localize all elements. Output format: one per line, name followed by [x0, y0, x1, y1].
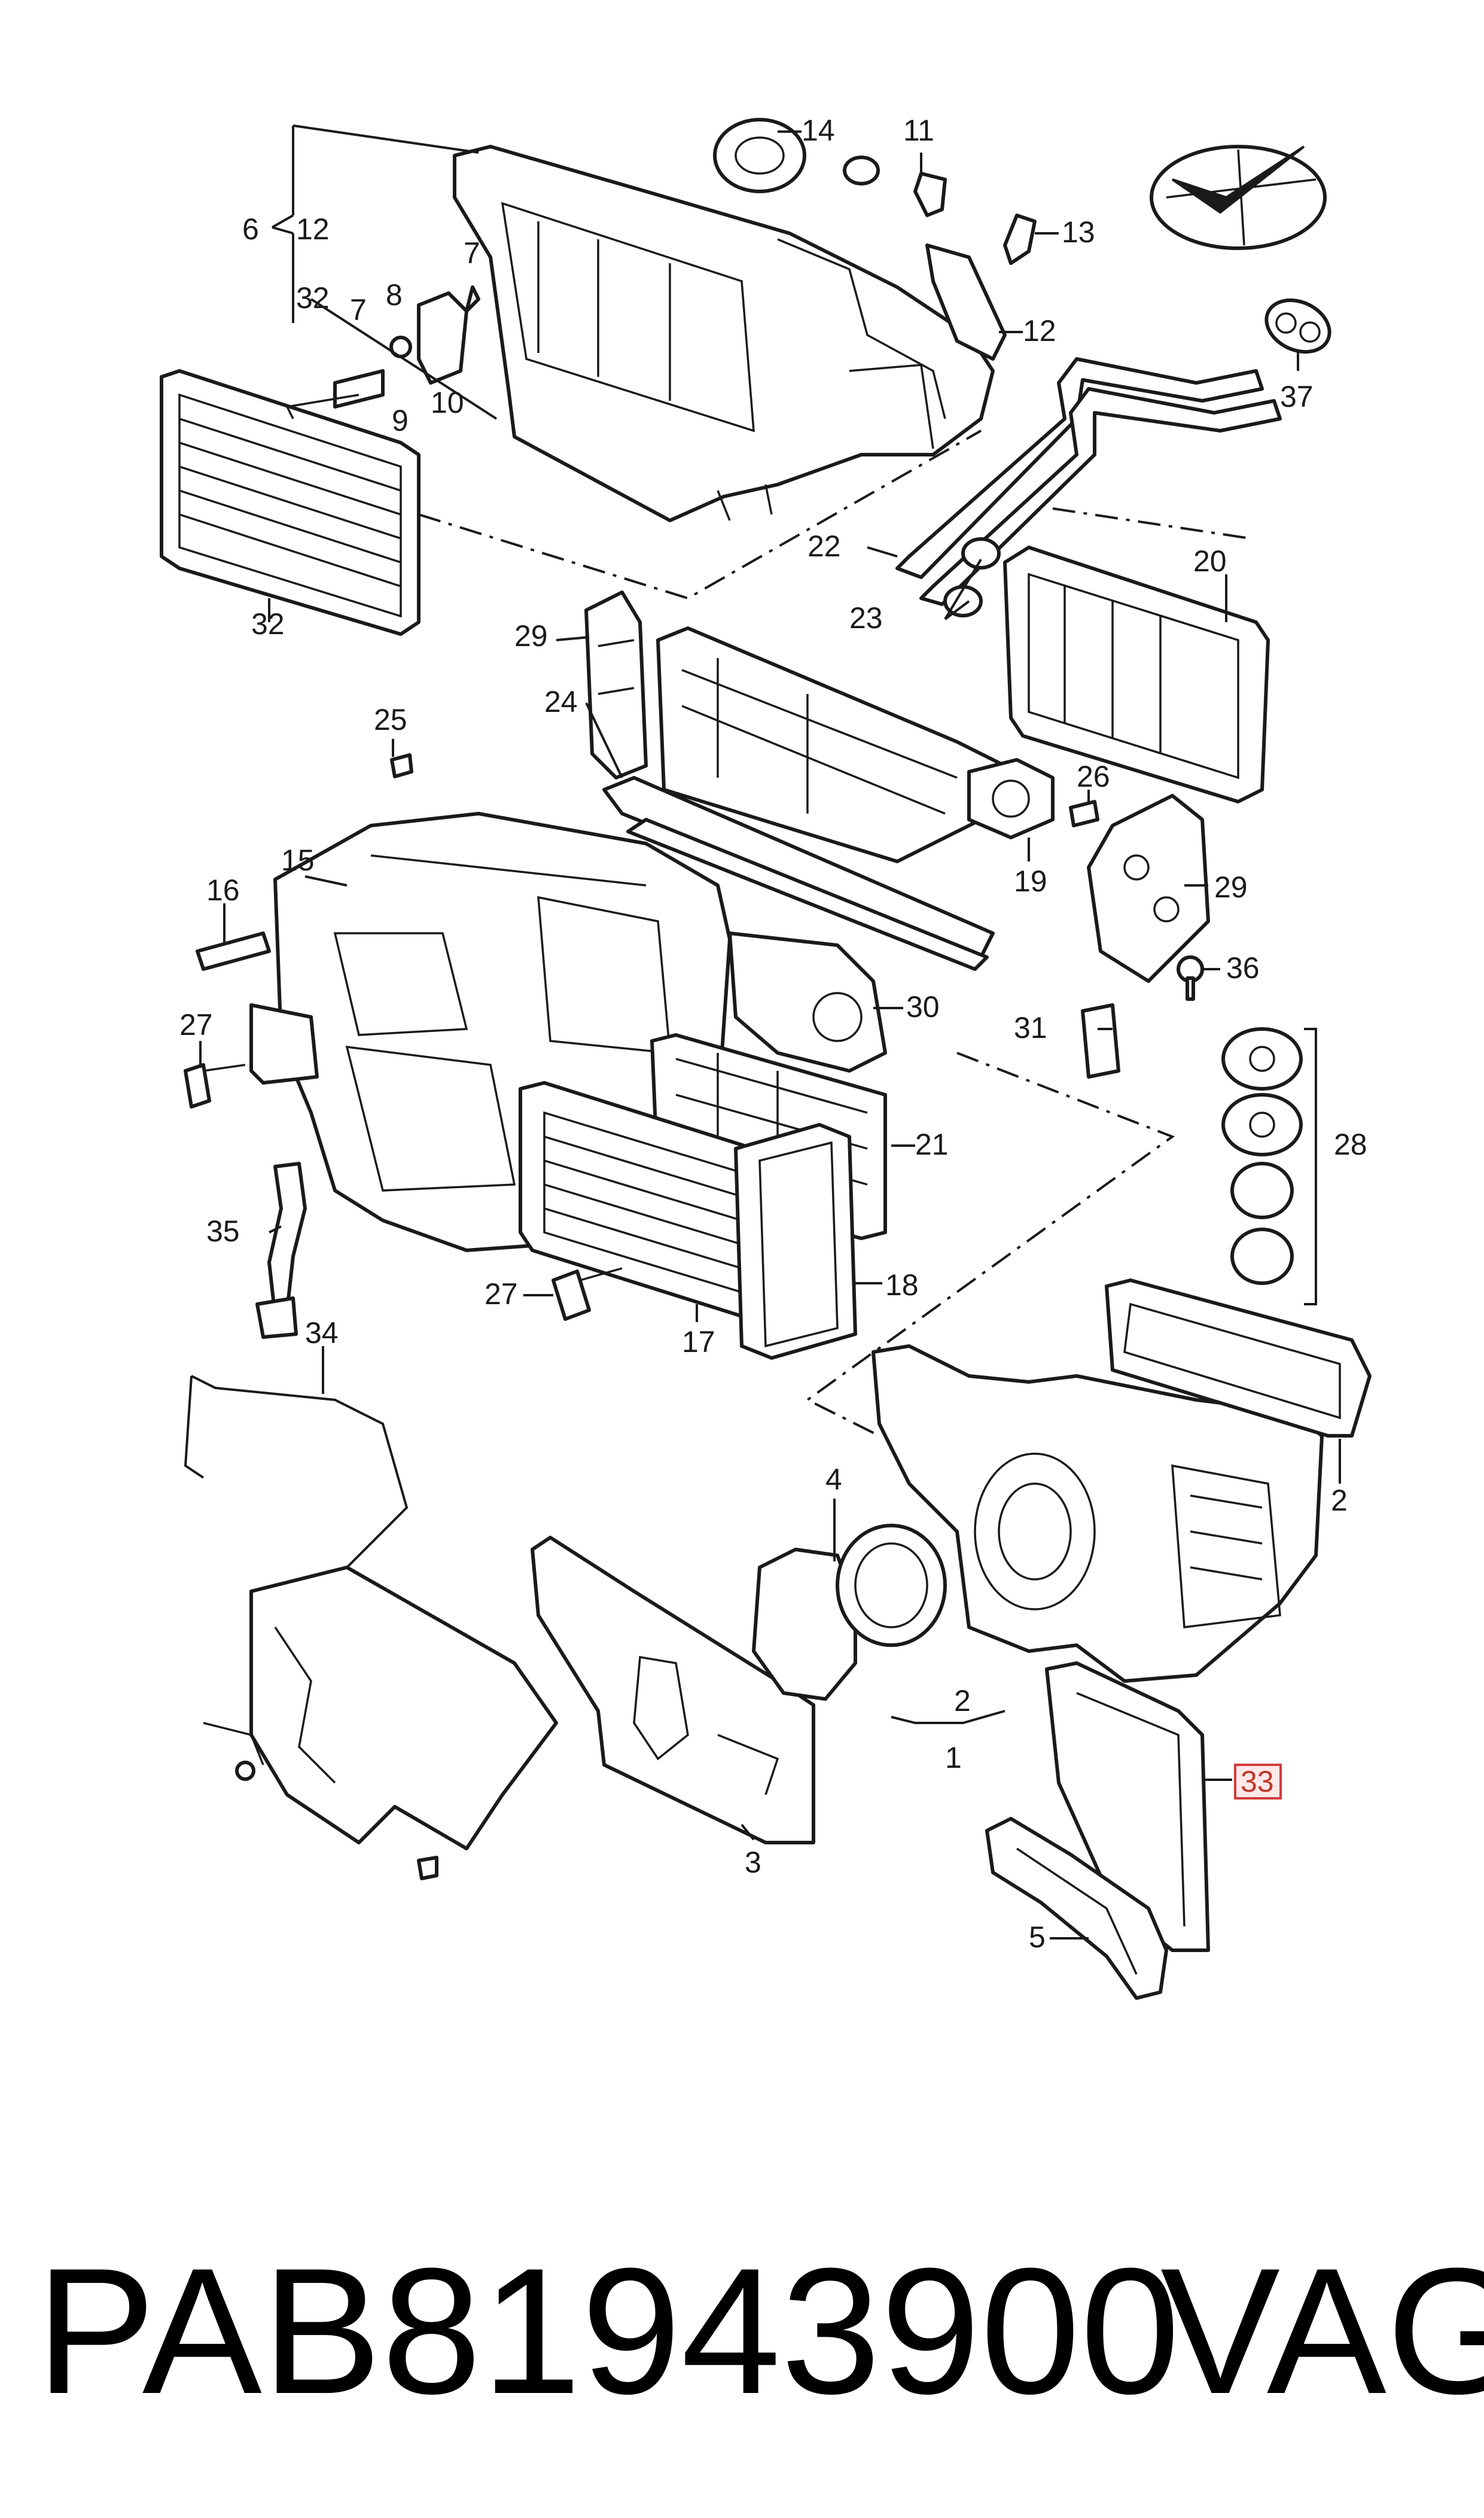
- callout-2-bottom: 2: [954, 1684, 971, 1718]
- highlight-box-33: [1234, 1764, 1282, 1800]
- clip-part-25: [390, 753, 413, 778]
- brand-label: VAG: [1160, 2230, 1484, 2431]
- callout-7-right: 7: [464, 236, 480, 270]
- leader-lines: [199, 124, 1341, 1940]
- connector-part-23: [943, 537, 1001, 617]
- callout-1: 1: [945, 1741, 962, 1774]
- bolt-part-26: [1069, 800, 1099, 827]
- grommet-part-14: [713, 118, 806, 193]
- callout-16: 16: [206, 873, 240, 907]
- callout-3: 3: [745, 1846, 761, 1879]
- callout-7-left: 7: [350, 293, 367, 327]
- pipe-seal-part-37: [1264, 298, 1331, 354]
- callout-14: 14: [802, 114, 835, 147]
- air-duct-trim-part-5: [985, 1817, 1168, 2000]
- bracket-part-29-right: [1087, 794, 1210, 983]
- flap-rail-part-24b: [602, 776, 995, 971]
- callout-29-left: 29: [514, 619, 548, 653]
- callout-30: 30: [906, 990, 940, 1024]
- callout-15: 15: [281, 844, 315, 877]
- callout-19: 19: [1014, 864, 1047, 898]
- callout-33-highlighted: 33: [1241, 1765, 1274, 1798]
- housing-section-part-30: [728, 931, 887, 1073]
- sensor-part-31: [1081, 1003, 1120, 1079]
- callout-18: 18: [885, 1268, 919, 1302]
- callout-6: 6: [242, 212, 259, 246]
- callout-31: 31: [1014, 1011, 1047, 1045]
- callout-5: 5: [1029, 1920, 1046, 1954]
- callout-21: 21: [915, 1128, 949, 1161]
- callout-10: 10: [431, 386, 464, 419]
- callout-35: 35: [206, 1214, 240, 1248]
- callout-37: 37: [1280, 380, 1314, 413]
- callout-23: 23: [849, 601, 883, 635]
- callout-29-right: 29: [1214, 870, 1248, 904]
- callout-28: 28: [1334, 1128, 1367, 1161]
- insulation-panel-part-3: [531, 1536, 815, 1844]
- callout-26: 26: [1077, 760, 1110, 793]
- coolant-pipes-part-22: [895, 357, 1282, 606]
- callout-25: 25: [374, 703, 407, 736]
- callout-labels: 14 11 6 12 32 7 7 8 9 10 13 12 37 22 23 …: [179, 114, 1367, 1954]
- callout-32-bottom: 32: [251, 607, 285, 641]
- callout-34: 34: [305, 1316, 339, 1350]
- sensor-part-13: [1003, 214, 1037, 265]
- temp-sensor-part-27-bottom: [551, 1267, 623, 1321]
- assembly-guide-lines: [418, 430, 1251, 1437]
- heater-core-part-20: [1003, 546, 1270, 803]
- orientation-compass-logo: [1150, 145, 1327, 250]
- bolt-part-36: [1177, 955, 1204, 1001]
- blower-housing-part-2: [871, 1344, 1324, 1683]
- frame-part-18: [734, 1123, 857, 1360]
- callout-13: 13: [1062, 215, 1095, 249]
- damper-gear-stack-part-28: [1221, 1027, 1317, 1305]
- bracket-part-29-left: [584, 590, 648, 780]
- callout-22: 22: [807, 529, 841, 563]
- callout-12-top: 12: [296, 212, 330, 246]
- callout-4: 4: [825, 1463, 842, 1496]
- wiring-harness-part-34: [184, 1375, 558, 1880]
- callout-11: 11: [903, 114, 934, 147]
- seal-part-12: [925, 243, 1007, 361]
- air-distribution-housing-upper: [453, 145, 995, 522]
- callout-27-left: 27: [179, 1008, 213, 1042]
- callout-27-bottom: 27: [484, 1277, 518, 1311]
- expansion-valve-part-10: [285, 285, 480, 419]
- callout-17: 17: [682, 1325, 715, 1359]
- part-number-label: PAB81943900: [36, 2230, 1180, 2431]
- drain-hose-part-35: [255, 1162, 307, 1339]
- evaporator-part-32: [160, 369, 420, 636]
- blower-motor-part-4: [752, 1524, 947, 1701]
- seal-frame-part-2: [1105, 1278, 1372, 1438]
- cover-plate-left: [249, 1003, 319, 1085]
- callout-8: 8: [386, 278, 403, 312]
- insulation-pad-part-33: [1045, 1661, 1210, 1952]
- callout-20: 20: [1193, 544, 1227, 578]
- clip-part-11: [843, 156, 947, 217]
- holder-part-16: [196, 931, 271, 971]
- temp-sensor-part-27-left: [184, 1063, 246, 1109]
- callout-32-top: 32: [296, 281, 330, 315]
- servo-motor-part-19: [967, 758, 1055, 839]
- callout-36: 36: [1226, 951, 1260, 985]
- callout-9: 9: [392, 404, 409, 437]
- callout-24: 24: [544, 685, 578, 718]
- callout-2-right: 2: [1331, 1484, 1348, 1517]
- callout-12-right: 12: [1023, 314, 1056, 348]
